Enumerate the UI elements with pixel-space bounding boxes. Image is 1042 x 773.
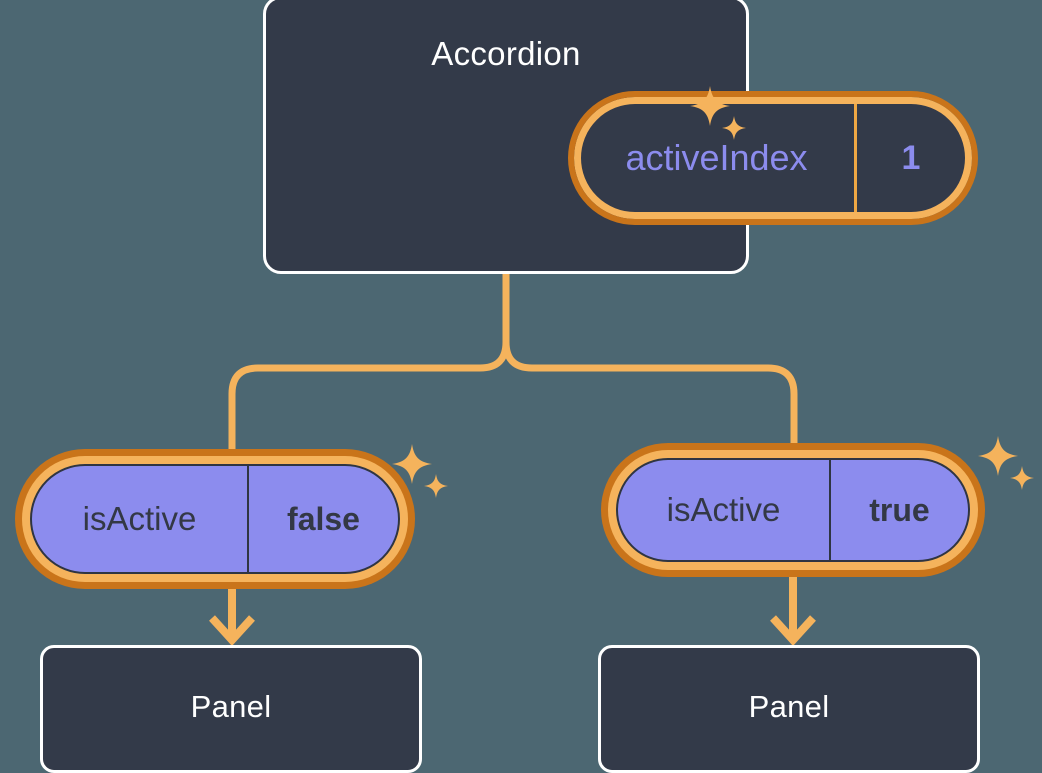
component-card-panel-right[interactable]: Panel bbox=[598, 645, 980, 773]
connector-accordion-to-branches bbox=[502, 270, 798, 466]
state-pill-key: activeIndex bbox=[581, 104, 857, 212]
sparkle-group-left bbox=[392, 444, 452, 509]
state-pill-value: false bbox=[287, 500, 360, 537]
component-title-panel: Panel bbox=[190, 689, 272, 724]
state-pill-value: true bbox=[869, 491, 930, 528]
state-pill-isactive-right[interactable]: isActive true bbox=[616, 458, 970, 562]
component-title-accordion: Accordion bbox=[431, 35, 581, 72]
state-pill-value: 1 bbox=[901, 138, 921, 177]
state-pill-isactive-left[interactable]: isActive false bbox=[30, 464, 400, 574]
connector-accordion-to-branch-left bbox=[228, 338, 510, 472]
component-title-panel: Panel bbox=[748, 689, 830, 724]
state-pill-key: isActive bbox=[618, 460, 831, 560]
arrow-head-right bbox=[770, 615, 816, 646]
state-pill-activeindex[interactable]: activeIndex 1 bbox=[568, 91, 978, 225]
arrow-head-left bbox=[209, 615, 255, 646]
sparkle-group-right bbox=[978, 436, 1038, 501]
sparkle-icon bbox=[392, 444, 448, 498]
state-pill-key: isActive bbox=[32, 466, 249, 572]
component-card-accordion[interactable]: Accordion activeIndex 1 bbox=[263, 0, 978, 274]
component-card-panel-left[interactable]: Panel bbox=[40, 645, 422, 773]
sparkle-icon bbox=[978, 436, 1034, 490]
